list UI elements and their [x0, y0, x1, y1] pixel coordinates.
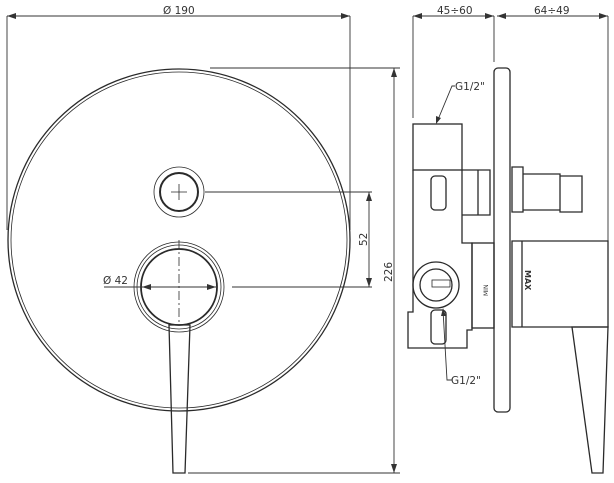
mark-max: MAX	[523, 270, 532, 291]
diverter-button-ring	[153, 166, 205, 218]
side-lever	[571, 326, 609, 474]
valve-body	[407, 169, 491, 349]
diverter-button	[159, 172, 199, 212]
cartridge-rear	[471, 242, 495, 329]
wall-plate-profile	[493, 67, 511, 413]
dim-projection: 64÷49	[534, 5, 570, 17]
lever-handle	[168, 324, 191, 474]
dim-wall-depth: 45÷60	[437, 5, 473, 17]
front-view: Ø 190 226 52 Ø 42	[6, 5, 400, 474]
dim-axis-distance: 52	[358, 233, 370, 246]
dim-total-height: 226	[383, 262, 395, 282]
upper-port	[430, 175, 447, 211]
inlet-bottom-bore	[419, 268, 453, 302]
lower-port	[430, 309, 447, 345]
cover-plate-inner	[10, 71, 348, 409]
label-inlet-top: G1/2"	[455, 81, 485, 93]
side-view: 45÷60 64÷49 MAX MIN G1/2" G1/2"	[407, 5, 609, 474]
inlet-top-block	[412, 123, 463, 171]
label-inlet-bottom: G1/2"	[451, 375, 481, 387]
dim-knob-diameter: Ø 42	[103, 275, 128, 287]
cover-plate-outer	[7, 68, 351, 412]
inlet-bottom-ring	[412, 261, 460, 309]
dim-plate-diameter: Ø 190	[163, 5, 195, 17]
mark-min: MIN	[483, 285, 490, 296]
center-cross	[171, 184, 187, 200]
diverter-stem	[511, 166, 583, 213]
